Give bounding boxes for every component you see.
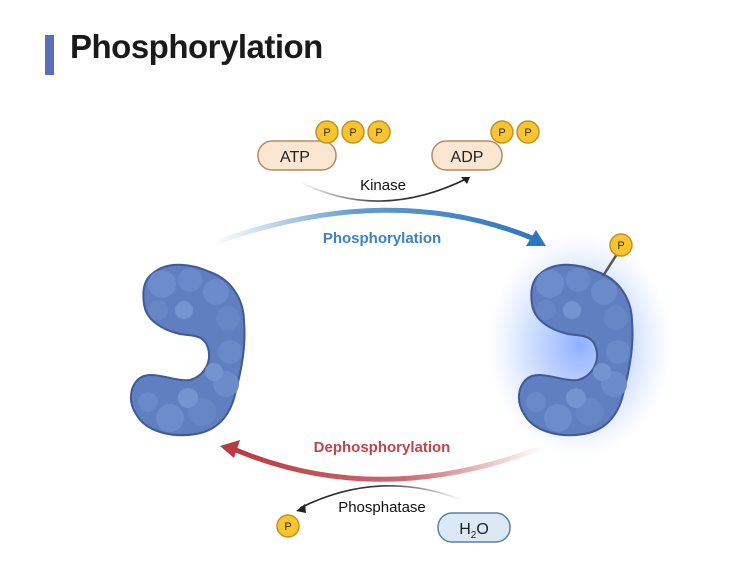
svg-text:P: P: [323, 127, 330, 139]
water-label: H2O: [459, 521, 489, 541]
title-accent-bar: [45, 35, 54, 75]
released-phosphate-icon: P: [276, 514, 300, 538]
adp-label: ADP: [451, 149, 484, 166]
dephosphorylation-label: Dephosphorylation: [314, 439, 451, 456]
phosphatase-arrow: [299, 484, 463, 509]
phosphate-bond: [601, 253, 619, 277]
dephosphorylation-arrow: [233, 444, 546, 482]
kinase-arrowhead: [461, 177, 470, 184]
phosphorylation-arrowhead: [526, 230, 546, 246]
water-box: [437, 512, 511, 543]
svg-text:P: P: [617, 240, 624, 252]
atp-molecule: ATP P P P: [257, 120, 391, 171]
svg-text:P: P: [375, 127, 382, 139]
phosphate-icon: P: [516, 120, 540, 144]
svg-text:P: P: [498, 127, 505, 139]
adp-molecule: ADP P P: [431, 120, 540, 171]
svg-text:P: P: [284, 521, 291, 533]
atp-box: [257, 140, 337, 171]
phosphate-icon: P: [490, 120, 514, 144]
kinase-label: Kinase: [360, 177, 406, 194]
phosphate-icon: P: [367, 120, 391, 144]
svg-text:P: P: [349, 127, 356, 139]
atp-label: ATP: [280, 149, 310, 166]
phosphatase-arrowhead: [296, 504, 306, 513]
adp-box: [431, 140, 503, 171]
attached-phosphate-icon: P: [609, 233, 633, 257]
phosphate-icon: P: [315, 120, 339, 144]
protein-unphosphorylated: [129, 263, 246, 437]
page-title: Phosphorylation: [70, 28, 323, 65]
water-molecule: H2O: [437, 512, 511, 543]
dephosphorylation-arrowhead: [220, 440, 240, 458]
kinase-arrow: [299, 177, 469, 202]
phosphorylation-arrow: [211, 207, 535, 246]
phosphate-icon: P: [341, 120, 365, 144]
phosphorylation-label: Phosphorylation: [323, 230, 441, 247]
phosphatase-label: Phosphatase: [338, 499, 426, 516]
svg-text:P: P: [524, 127, 531, 139]
